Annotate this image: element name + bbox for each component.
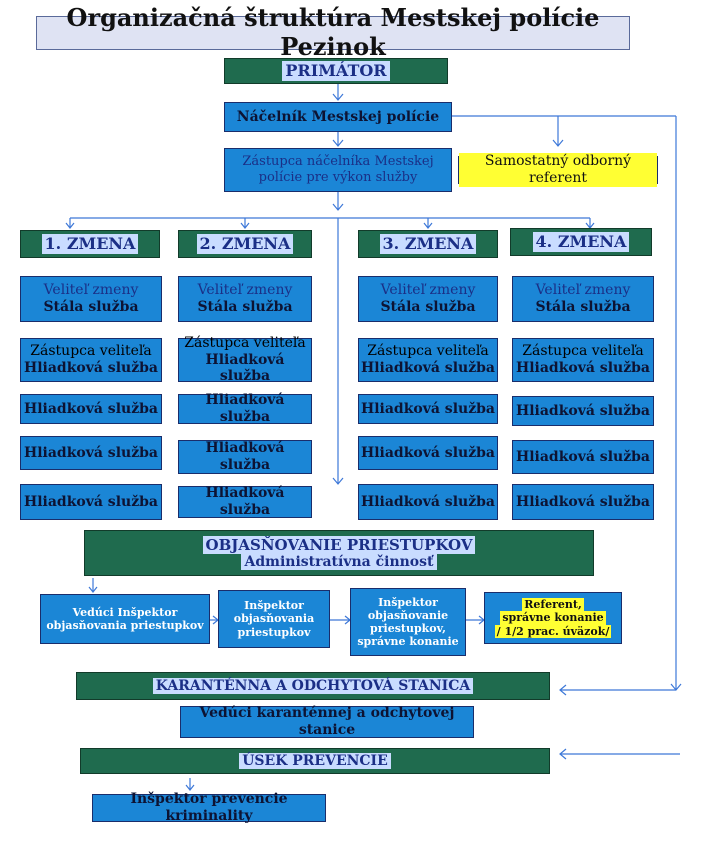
unit-3-line4: správne konanie — [357, 635, 459, 649]
objasnovanie-unit-3: Inšpektor objasňovanie priestupkov, sprá… — [350, 588, 466, 656]
shift-2-hliadka-3: Hliadková služba — [178, 485, 312, 518]
shift-2-hliadka-3-label: Hliadková služba — [205, 485, 285, 518]
nacelnik-label: Náčelník Mestskej polície — [236, 108, 440, 125]
unit-3-line3: priestupkov, — [370, 622, 446, 635]
shift-4-hliadka-1: Hliadková služba — [512, 396, 654, 426]
shift-1-velitel-line2: Stála služba — [43, 299, 139, 315]
shift-1-label: 1. ZMENA — [41, 234, 139, 254]
zastupca-nacelnika-line2: polície pre výkon služby — [258, 170, 418, 185]
shift-4-label: 4. ZMENA — [532, 232, 630, 252]
shift-2-velitel-line2: Stála služba — [197, 299, 293, 315]
shift-2-zastupca-line2: Hliadková služba — [205, 351, 285, 385]
shift-3-hliadka-1-label: Hliadková služba — [360, 400, 496, 417]
unit-1-line1: Vedúci Inšpektor — [72, 605, 178, 619]
objasnovanie-unit-1: Vedúci Inšpektor objasňovania priestupko… — [40, 594, 210, 644]
shift-4-zastupca-line2: Hliadková služba — [515, 360, 651, 376]
prevencia-inspektor-label: Inšpektor prevencie kriminality — [130, 791, 288, 824]
shift-4-hliadka-2-label: Hliadková služba — [515, 448, 651, 465]
shift-1-header: 1. ZMENA — [20, 230, 160, 258]
shift-2-header: 2. ZMENA — [178, 230, 312, 258]
shift-1-hliadka-3: Hliadková služba — [20, 484, 162, 520]
objasnovanie-unit-2: Inšpektor objasňovania priestupkov — [218, 590, 330, 648]
primator-label: PRIMÁTOR — [282, 61, 390, 81]
karantena-veduci-box: Vedúci karanténnej a odchytovej stanice — [180, 705, 474, 738]
nacelnik-box: Náčelník Mestskej polície — [224, 102, 452, 132]
shift-3-zastupca-line1: Zástupca veliteľa — [367, 343, 489, 360]
shift-2-hliadka-1-label: Hliadková služba — [205, 392, 285, 425]
zastupca-nacelnika-box: Zástupca náčelníka Mestskej polície pre … — [224, 148, 452, 192]
shift-1-zastupca: Zástupca veliteľa Hliadková služba — [20, 338, 162, 382]
unit-2-line2: objasňovania — [233, 612, 315, 626]
shift-1-velitel-line1: Veliteľ zmeny — [43, 282, 139, 299]
karantena-veduci-label: Vedúci karanténnej a odchytovej stanice — [199, 705, 455, 738]
shift-2-zastupca: Zástupca veliteľa Hliadková služba — [178, 334, 312, 384]
shift-3-velitel: Veliteľ zmeny Stála služba — [358, 276, 498, 322]
shift-4-velitel-line1: Veliteľ zmeny — [535, 282, 631, 299]
shift-4-hliadka-3: Hliadková služba — [512, 484, 654, 520]
unit-4-line2: správne konanie — [500, 611, 606, 625]
shift-2-label: 2. ZMENA — [196, 234, 294, 254]
unit-3-line1: Inšpektor — [378, 595, 438, 609]
shift-4-hliadka-2: Hliadková služba — [512, 440, 654, 474]
unit-3-line2: objasňovanie — [367, 608, 449, 622]
shift-2-zastupca-line1: Zástupca veliteľa — [184, 334, 306, 351]
shift-1-hliadka-1: Hliadková služba — [20, 394, 162, 424]
shift-3-hliadka-1: Hliadková služba — [358, 394, 498, 424]
shift-3-header: 3. ZMENA — [358, 230, 498, 258]
shift-3-hliadka-2-label: Hliadková služba — [360, 444, 496, 461]
referent-label: Samostatný odborný referent — [459, 153, 657, 187]
shift-3-velitel-line1: Veliteľ zmeny — [380, 282, 476, 299]
shift-4-header: 4. ZMENA — [510, 228, 652, 256]
shift-1-hliadka-1-label: Hliadková služba — [23, 400, 159, 417]
shift-4-velitel: Veliteľ zmeny Stála služba — [512, 276, 654, 322]
objasnovanie-box: OBJASŇOVANIE PRIESTUPKOV Administratívna… — [84, 530, 594, 576]
shift-4-hliadka-3-label: Hliadková služba — [515, 493, 651, 510]
shift-1-hliadka-3-label: Hliadková služba — [23, 493, 159, 510]
shift-2-hliadka-2-label: Hliadková služba — [205, 440, 285, 473]
objasnovanie-subtitle: Administratívna činnosť — [241, 553, 437, 571]
shift-4-zastupca: Zástupca veliteľa Hliadková služba — [512, 338, 654, 382]
shift-2-velitel: Veliteľ zmeny Stála služba — [178, 276, 312, 322]
shift-4-hliadka-1-label: Hliadková služba — [515, 402, 651, 419]
objasnovanie-unit-4: Referent, správne konanie / 1/2 prac. úv… — [484, 592, 622, 644]
shift-1-zastupca-line1: Zástupca veliteľa — [30, 343, 152, 360]
objasnovanie-title: OBJASŇOVANIE PRIESTUPKOV — [202, 535, 476, 554]
shift-3-zastupca: Zástupca veliteľa Hliadková služba — [358, 338, 498, 382]
shift-4-zastupca-line1: Zástupca veliteľa — [522, 343, 644, 360]
unit-4-line1: Referent, — [522, 598, 584, 612]
shift-1-zastupca-line2: Hliadková služba — [23, 360, 159, 376]
shift-3-hliadka-3: Hliadková služba — [358, 484, 498, 520]
prevencia-title: ÚSEK PREVENCIE — [239, 752, 391, 770]
chart-title: Organizačná štruktúra Mestskej polície P… — [36, 3, 630, 61]
primator-box: PRIMÁTOR — [224, 58, 448, 84]
referent-box: Samostatný odborný referent — [458, 153, 658, 187]
unit-4-line3: / 1/2 prac. úväzok/ — [494, 624, 612, 638]
unit-2-line1: Inšpektor — [244, 599, 304, 613]
chart-title-text: Organizačná štruktúra Mestskej polície P… — [66, 3, 600, 61]
shift-1-hliadka-2: Hliadková služba — [20, 436, 162, 470]
karantena-box: KARANTÉNNA A ODCHYTOVÁ STANICA — [76, 672, 550, 700]
unit-2-line3: priestupkov — [237, 625, 311, 639]
shift-3-zastupca-line2: Hliadková služba — [360, 360, 496, 376]
shift-2-velitel-line1: Veliteľ zmeny — [197, 282, 293, 299]
shift-1-velitel: Veliteľ zmeny Stála služba — [20, 276, 162, 322]
shift-3-hliadka-2: Hliadková služba — [358, 436, 498, 470]
shift-2-hliadka-1: Hliadková služba — [178, 392, 312, 425]
shift-4-velitel-line2: Stála služba — [535, 299, 631, 315]
karantena-title: KARANTÉNNA A ODCHYTOVÁ STANICA — [152, 677, 474, 695]
shift-3-velitel-line2: Stála služba — [380, 299, 476, 315]
prevencia-inspektor-box: Inšpektor prevencie kriminality — [92, 791, 326, 824]
prevencia-box: ÚSEK PREVENCIE — [80, 748, 550, 774]
shift-3-hliadka-3-label: Hliadková služba — [360, 493, 496, 510]
zastupca-nacelnika-line1: Zástupca náčelníka Mestskej — [242, 154, 434, 170]
unit-1-line2: objasňovania priestupkov — [46, 619, 204, 632]
shift-1-hliadka-2-label: Hliadková služba — [23, 444, 159, 461]
shift-2-hliadka-2: Hliadková služba — [178, 440, 312, 474]
shift-3-label: 3. ZMENA — [379, 234, 477, 254]
